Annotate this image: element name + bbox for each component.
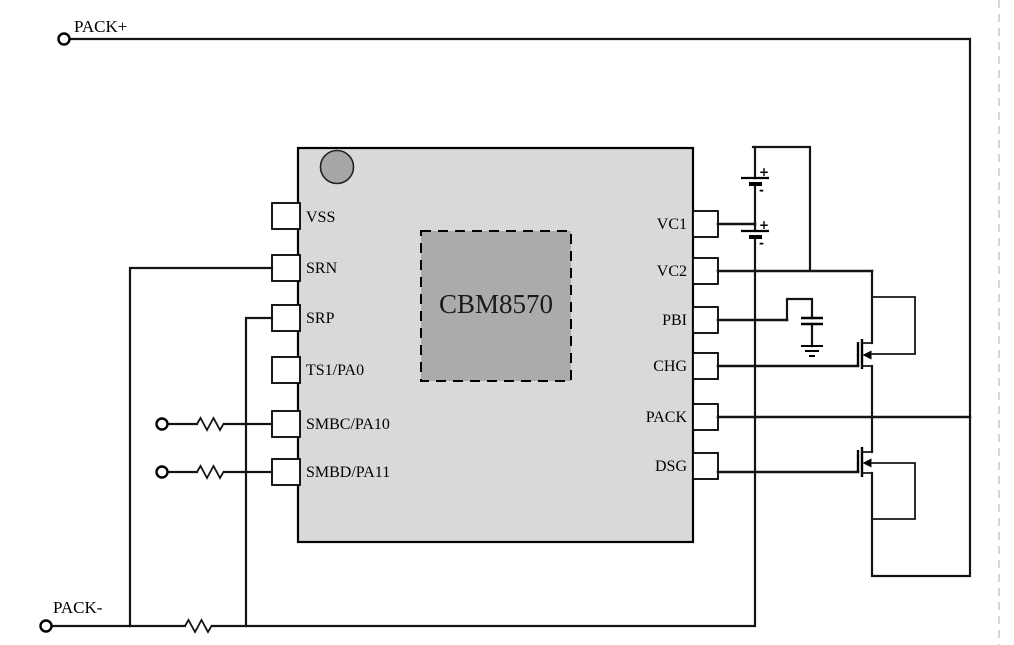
pin-box-vc1: [692, 210, 719, 238]
pin-label-pack: PACK: [646, 409, 688, 426]
pin-box-smbd: [271, 458, 301, 486]
pin-label-dsg: DSG: [655, 458, 687, 475]
battery-cell-1-icon: + -: [741, 165, 769, 197]
mosfet-dsg-stubs: [861, 451, 873, 474]
capacitor-pbi-icon: [801, 316, 823, 326]
mosfet-chg-icon: [856, 296, 916, 454]
wire-srp: [244, 316, 274, 628]
net-vc2: [716, 269, 874, 345]
pin-label-pbi: PBI: [662, 312, 687, 329]
ground-symbol-icon: [801, 345, 823, 357]
net-pbi: [716, 297, 823, 357]
battery-stack: + - + -: [741, 145, 812, 273]
pin-box-dsg: [692, 452, 719, 480]
pin-box-ts1: [271, 356, 301, 384]
pin-label-vc2: VC2: [657, 263, 687, 280]
battery2-minus-label: -: [759, 236, 764, 250]
terminal-smbc-icon: [155, 417, 169, 431]
resistor-smbd-icon: [195, 464, 225, 480]
chip-part-number: CBM8570: [439, 289, 553, 319]
pin-label-vc1: VC1: [657, 216, 687, 233]
net-srp: [244, 316, 274, 628]
pin-box-srn: [271, 254, 301, 282]
pin-box-pack: [692, 403, 719, 431]
wire-battery-top-bridge: [751, 145, 812, 273]
mosfet-chg-body-loop: [870, 296, 916, 355]
battery1-plus-label: +: [759, 165, 769, 179]
resistor-smbc-icon: [195, 416, 225, 432]
pin-label-smbc-pa10: SMBC/PA10: [306, 416, 390, 433]
battery1-minus-label: -: [759, 183, 764, 197]
net-srn: [128, 266, 274, 628]
mosfet-dsg-icon: [856, 447, 916, 520]
terminal-smbd-icon: [155, 465, 169, 479]
pin-box-srp: [271, 304, 301, 332]
net-pack-plus: PACK +: [57, 17, 972, 578]
battery-cell-2-icon: + -: [741, 218, 769, 250]
pin-label-srp: SRP: [306, 310, 335, 327]
pack-minus-label: PACK-: [53, 598, 103, 617]
mosfet-chg-stubs: [861, 342, 873, 367]
mosfet-dsg-body-arrow-icon: [862, 458, 872, 468]
pin-label-ts1-pa0: TS1/PA0: [306, 362, 364, 379]
net-smbc: [155, 416, 274, 432]
pack-plus-label: PACK+: [74, 17, 127, 36]
pin-label-chg: CHG: [653, 358, 687, 375]
battery2-plus-label: +: [759, 218, 769, 232]
pin-label-vss: VSS: [306, 209, 335, 226]
pin-box-vss: [271, 202, 301, 230]
wire-pack-plus: [67, 37, 972, 578]
pin-box-chg: [692, 352, 719, 380]
net-smbd: [155, 464, 274, 480]
pin-box-smbc: [271, 410, 301, 438]
die-area: [420, 230, 572, 382]
wire-pbi-cap-branch: [785, 297, 814, 348]
pin-box-pbi: [692, 306, 719, 334]
mosfet-dsg-body-loop: [870, 462, 916, 520]
chip-cbm8570: CBM8570 VSS SRN SRP TS1/PA0 SMBC/PA10 SM…: [271, 146, 719, 544]
pin-box-vc2: [692, 257, 719, 285]
terminal-pack-minus-icon: [39, 619, 53, 633]
resistor-sense-icon: [183, 618, 213, 634]
pin1-marker-icon: [319, 149, 355, 185]
terminal-pack-plus-icon: [57, 32, 71, 46]
mosfet-chg-body-arrow-icon: [862, 350, 872, 360]
wire-srn: [128, 266, 274, 628]
pin-label-smbd-pa11: SMBD/PA11: [306, 464, 390, 481]
pin-label-srn: SRN: [306, 260, 338, 277]
